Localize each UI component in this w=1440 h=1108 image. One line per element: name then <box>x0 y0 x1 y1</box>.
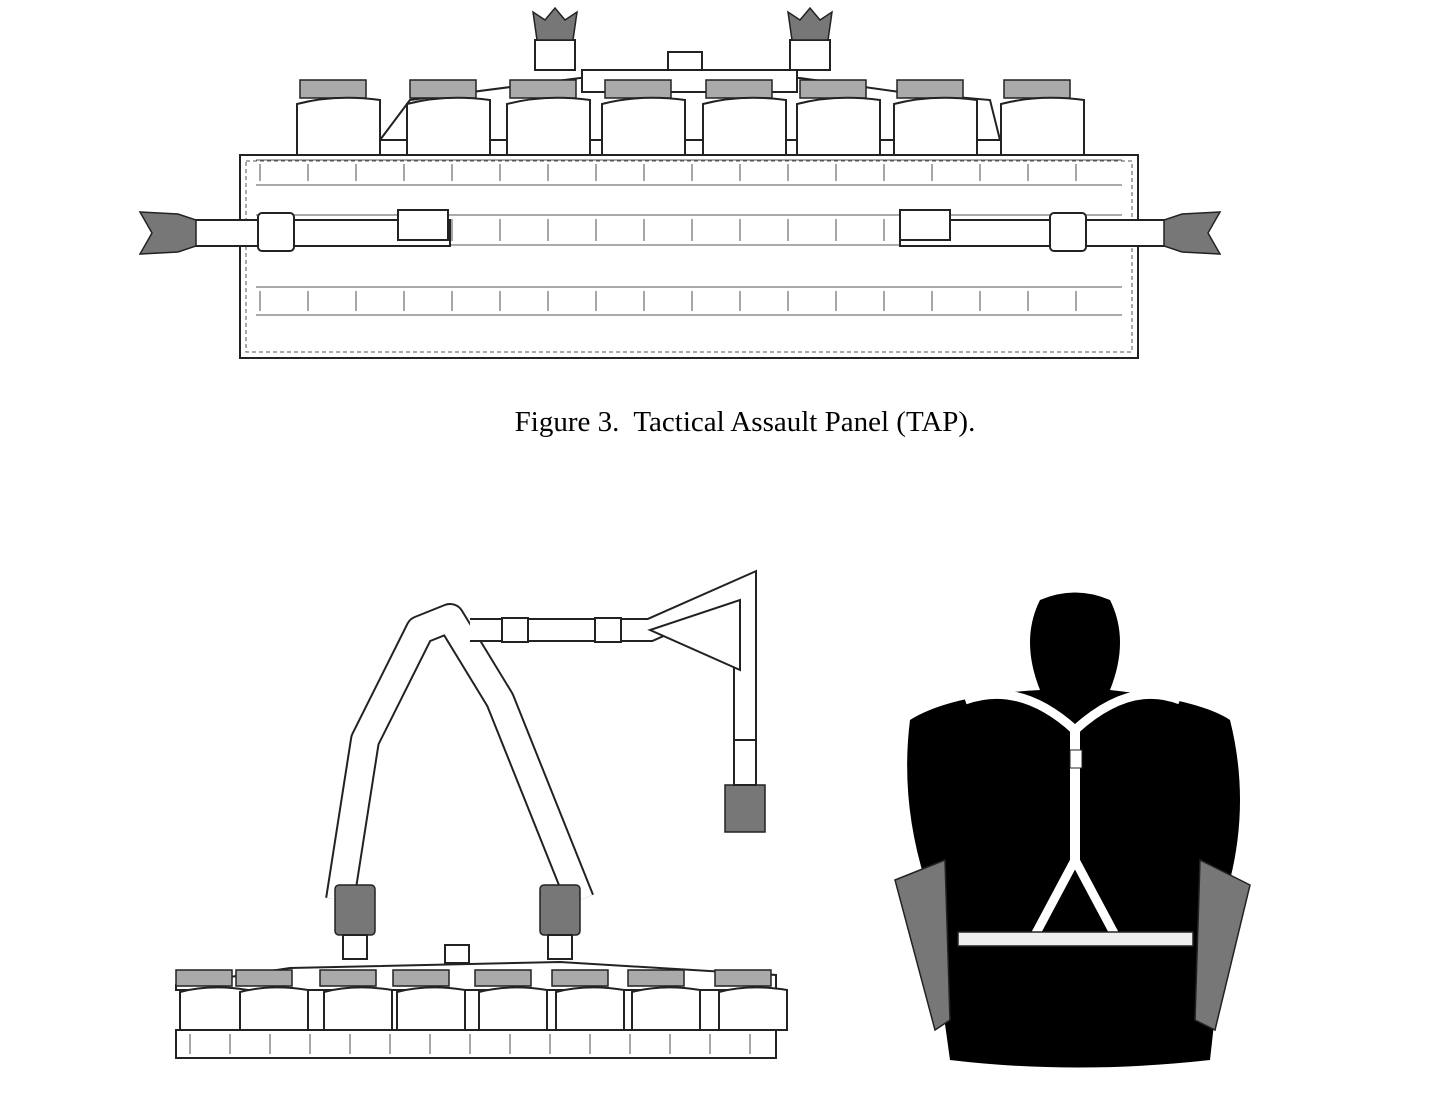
tap-panel-drawing <box>138 6 1222 359</box>
harness-buckle-base <box>342 934 368 960</box>
pouch <box>478 986 548 1031</box>
buckle-clip <box>787 6 833 41</box>
pouch <box>179 986 249 1031</box>
pouch <box>506 96 591 156</box>
pouch-flap <box>714 969 772 987</box>
strap-end <box>397 209 449 241</box>
pouch-flap <box>627 969 685 987</box>
pouch-flap <box>175 969 233 987</box>
side-buckle-right <box>1163 211 1222 255</box>
pouch-flap <box>705 79 773 99</box>
side-panel-left <box>894 858 951 1032</box>
pouch-flap <box>235 969 293 987</box>
pouch-flap <box>799 79 867 99</box>
pouch <box>796 96 881 156</box>
figure-caption: Figure 3. Tactical Assault Panel (TAP). <box>514 406 976 438</box>
yoke-fill <box>470 572 755 740</box>
buckle-top <box>534 39 576 71</box>
panel-body <box>239 154 1139 359</box>
pouch <box>631 986 701 1031</box>
harness-buckle <box>539 884 581 936</box>
pouch <box>702 96 787 156</box>
pouch <box>239 986 309 1031</box>
pouch-flap <box>604 79 672 99</box>
pouch <box>406 96 491 156</box>
tap-harness-drawing <box>175 569 788 1059</box>
panel-tab <box>444 944 470 964</box>
pouch <box>601 96 686 156</box>
harness-buckle <box>334 884 376 936</box>
hanging-buckle-frame <box>733 739 757 786</box>
harness-adjuster <box>1069 749 1083 769</box>
pouch-flap <box>551 969 609 987</box>
shoulder-straps <box>325 603 594 906</box>
pouch-flap <box>1003 79 1071 99</box>
pouch <box>1000 96 1085 156</box>
waist-strap <box>957 931 1194 947</box>
strap-keeper <box>257 212 295 252</box>
harness-legs <box>1031 857 1119 938</box>
panel-stitch <box>245 160 1133 353</box>
strap-keeper <box>1049 212 1087 252</box>
shoulder-straps-fill <box>327 605 593 905</box>
pouch-flap <box>319 969 377 987</box>
strap-adjuster <box>594 617 622 643</box>
pouch <box>893 96 978 156</box>
panel-body-partial <box>175 1029 777 1059</box>
mannequin-drawing <box>894 592 1251 1068</box>
buckle-top <box>789 39 831 71</box>
hanging-buckle <box>724 784 766 833</box>
pouch <box>323 986 393 1031</box>
top-tab <box>667 51 703 71</box>
pouch <box>555 986 625 1031</box>
strap-adjuster <box>501 617 529 643</box>
pouch-flap <box>299 79 367 99</box>
yoke-triangle <box>647 598 741 672</box>
strap-end <box>899 209 951 241</box>
buckle-clip <box>532 6 578 41</box>
side-panel-right <box>1194 858 1251 1032</box>
pouch-flap <box>409 79 477 99</box>
pouch-flap <box>474 969 532 987</box>
pouch-flap <box>896 79 964 99</box>
pouch-flap <box>392 969 450 987</box>
pouch-flap <box>509 79 577 99</box>
pouch <box>296 96 381 156</box>
pouch <box>718 986 788 1031</box>
side-buckle-left <box>138 211 197 255</box>
harness-buckle-base <box>547 934 573 960</box>
pouch <box>396 986 466 1031</box>
